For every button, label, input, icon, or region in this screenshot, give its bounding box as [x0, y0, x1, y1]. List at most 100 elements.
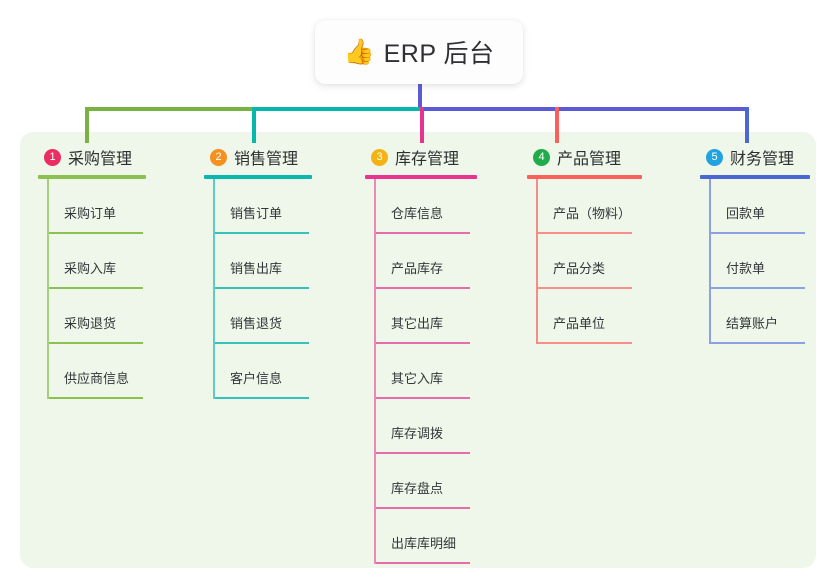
branch-number-badge: 5	[706, 148, 723, 166]
leaf-item-rule	[376, 507, 470, 509]
leaf-item-label: 销售订单	[230, 206, 283, 221]
leaf-item-label: 采购订单	[64, 206, 117, 221]
branch-drop-1	[85, 107, 89, 143]
leaf-item-rule	[376, 452, 470, 454]
leaf-item-rule	[376, 397, 470, 399]
leaf-item[interactable]: 采购入库	[47, 234, 146, 289]
leaf-item[interactable]: 客户信息	[213, 344, 312, 399]
branch-number-badge: 4	[533, 148, 550, 166]
leaf-item[interactable]: 结算账户	[709, 289, 810, 344]
branch-drop-5	[745, 107, 749, 143]
branch-item-list: 采购订单采购入库采购退货供应商信息	[38, 179, 146, 399]
leaf-item[interactable]: 销售订单	[213, 179, 312, 234]
bus-connector-green	[85, 107, 252, 111]
thumbs-up-icon: 👍	[343, 37, 375, 66]
leaf-item-label: 产品单位	[553, 316, 606, 331]
leaf-item[interactable]: 产品（物料）	[536, 179, 642, 234]
root-stem-connector	[418, 84, 422, 109]
branch-item-list: 产品（物料） 产品分类产品单位	[527, 179, 642, 344]
leaf-item-label: 销售退货	[230, 316, 283, 331]
bus-connector-blue	[420, 107, 749, 111]
branch-title: 采购管理	[68, 151, 133, 168]
leaf-item[interactable]: 销售退货	[213, 289, 312, 344]
leaf-item[interactable]: 库存盘点	[374, 454, 477, 509]
branch-header-1[interactable]: 1 采购管理	[38, 146, 146, 168]
branch-spine-line	[536, 179, 538, 344]
branch-header-2[interactable]: 2 销售管理	[204, 146, 312, 168]
branch-title: 库存管理	[395, 151, 460, 168]
branch-spine-line	[213, 179, 215, 399]
leaf-item-rule	[376, 562, 470, 564]
root-node[interactable]: 👍 ERP 后台	[315, 20, 523, 84]
leaf-item-rule	[538, 287, 632, 289]
branch-header-4[interactable]: 4 产品管理	[527, 146, 642, 168]
leaf-item-label: 付款单	[726, 261, 766, 276]
leaf-item[interactable]: 产品库存	[374, 234, 477, 289]
branch-spine-line	[47, 179, 49, 399]
leaf-item-label: 库存调拨	[391, 426, 444, 441]
branch-drop-3	[420, 107, 424, 143]
leaf-item[interactable]: 仓库信息	[374, 179, 477, 234]
leaf-item-label: 客户信息	[230, 371, 283, 386]
leaf-item-rule	[538, 232, 632, 234]
leaf-item-rule	[215, 342, 309, 344]
leaf-item[interactable]: 其它入库	[374, 344, 477, 399]
branch-drop-4	[555, 107, 559, 143]
branch-header-rule	[700, 175, 810, 179]
branch-item-list: 销售订单销售出库销售退货客户信息	[204, 179, 312, 399]
leaf-item[interactable]: 产品分类	[536, 234, 642, 289]
leaf-item-label: 其它出库	[391, 316, 444, 331]
leaf-item[interactable]: 库存调拨	[374, 399, 477, 454]
leaf-item[interactable]: 采购订单	[47, 179, 146, 234]
root-node-title: ERP 后台	[383, 40, 495, 68]
leaf-item[interactable]: 其它出库	[374, 289, 477, 344]
leaf-item[interactable]: 出库库明细	[374, 509, 477, 564]
branch-header-rule	[38, 175, 146, 179]
branch-column-5: 5 财务管理回款单付款单结算账户	[700, 146, 810, 344]
branch-header-rule	[365, 175, 477, 179]
leaf-item-label: 销售出库	[230, 261, 283, 276]
branch-column-1: 1 采购管理采购订单采购入库采购退货供应商信息	[38, 146, 146, 399]
leaf-item-rule	[711, 287, 805, 289]
leaf-item-label: 产品分类	[553, 261, 606, 276]
branch-number-badge: 1	[44, 148, 61, 166]
leaf-item[interactable]: 回款单	[709, 179, 810, 234]
leaf-item-rule	[376, 342, 470, 344]
branch-drop-2	[252, 107, 256, 143]
leaf-item-label: 采购退货	[64, 316, 117, 331]
leaf-item-rule	[49, 342, 143, 344]
leaf-item-rule	[49, 397, 143, 399]
leaf-item[interactable]: 产品单位	[536, 289, 642, 344]
leaf-item-rule	[711, 342, 805, 344]
leaf-item-label: 出库库明细	[391, 536, 457, 551]
leaf-item[interactable]: 付款单	[709, 234, 810, 289]
leaf-item-rule	[711, 232, 805, 234]
leaf-item[interactable]: 销售出库	[213, 234, 312, 289]
branch-number-badge: 2	[210, 148, 227, 166]
leaf-item-rule	[215, 232, 309, 234]
leaf-item-rule	[215, 397, 309, 399]
leaf-item-rule	[49, 232, 143, 234]
branch-item-list: 仓库信息产品库存其它出库其它入库库存调拨库存盘点出库库明细	[365, 179, 477, 564]
leaf-item-label: 结算账户	[726, 316, 779, 331]
leaf-item[interactable]: 采购退货	[47, 289, 146, 344]
leaf-item-label: 产品库存	[391, 261, 444, 276]
branch-title: 产品管理	[557, 151, 622, 168]
diagram-panel-background	[20, 132, 816, 568]
branch-header-rule	[204, 175, 312, 179]
leaf-item-label: 供应商信息	[64, 371, 130, 386]
branch-title: 销售管理	[234, 151, 299, 168]
branch-header-rule	[527, 175, 642, 179]
leaf-item-rule	[376, 232, 470, 234]
leaf-item-rule	[49, 287, 143, 289]
leaf-item-rule	[215, 287, 309, 289]
branch-title: 财务管理	[730, 151, 795, 168]
branch-header-5[interactable]: 5 财务管理	[700, 146, 810, 168]
branch-spine-line	[374, 179, 376, 564]
leaf-item-label: 库存盘点	[391, 481, 444, 496]
leaf-item-label: 产品（物料）	[553, 206, 632, 221]
leaf-item[interactable]: 供应商信息	[47, 344, 146, 399]
